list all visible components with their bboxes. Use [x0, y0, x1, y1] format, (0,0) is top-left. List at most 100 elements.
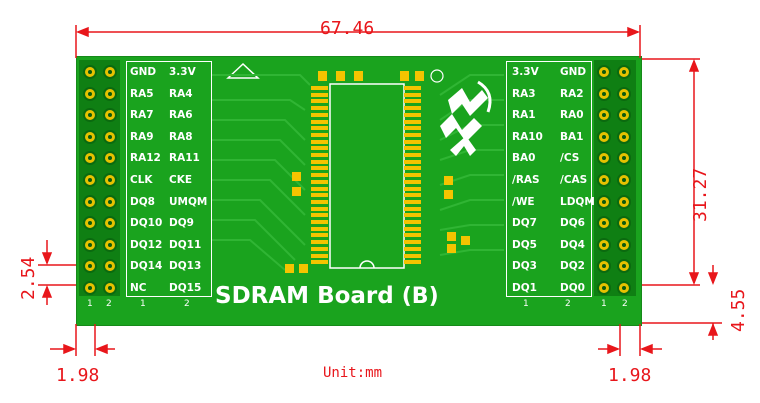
header-pin — [617, 108, 631, 123]
smd-component — [292, 187, 301, 196]
smd-component — [447, 244, 456, 253]
header-pin — [103, 194, 117, 209]
header-pin — [617, 86, 631, 101]
smd-component — [299, 264, 308, 273]
pin-label: 3.3V — [169, 66, 196, 78]
header-pin — [103, 259, 117, 274]
pin-label: BA0 — [512, 152, 536, 165]
header-pin — [597, 216, 611, 231]
right-colnum-1a: 1 — [523, 299, 529, 309]
pin-label: DQ0 — [560, 282, 585, 294]
header-pin — [617, 151, 631, 166]
header-pin — [83, 65, 97, 79]
smd-component — [354, 71, 363, 81]
unit-label: Unit:mm — [323, 365, 383, 381]
chip-pin-pad — [311, 253, 328, 258]
chip-pin-pad — [404, 112, 421, 117]
header-pin — [103, 86, 117, 101]
chip-pin-pad — [404, 99, 421, 104]
chip-pin-pad — [404, 260, 421, 265]
chip-pin-pad — [311, 233, 328, 238]
chip-pin-pad — [311, 112, 328, 117]
left-colnum-1a: 1 — [87, 299, 93, 309]
chip-pin-pad — [311, 226, 328, 231]
header-pin — [617, 237, 631, 252]
chip-pin-pad — [404, 179, 421, 184]
chip-pin-pad — [404, 132, 421, 137]
right-colnum-2b: 2 — [622, 299, 628, 309]
chip-pin-pad — [404, 226, 421, 231]
chip-pin-pad — [404, 139, 421, 144]
chip-pin-pad — [311, 146, 328, 151]
smd-component — [444, 176, 453, 185]
header-pin — [597, 173, 611, 187]
pin-label: DQ3 — [512, 260, 537, 273]
pin-label: CLK — [130, 174, 153, 186]
pin-label: RA12 — [130, 152, 161, 165]
pin-label: RA11 — [169, 152, 200, 165]
header-pin — [597, 281, 611, 295]
waveshare-logo — [440, 80, 492, 156]
left-label-panel — [126, 61, 212, 297]
chip-pin-pad — [404, 253, 421, 258]
dim-bottom-edge-label: 4.55 — [728, 288, 749, 332]
header-pin — [617, 194, 631, 209]
chip-pin-pad — [311, 132, 328, 137]
chip-pin-pad — [404, 233, 421, 238]
chip-pin-pad — [404, 173, 421, 178]
right-colnum-2a: 2 — [565, 299, 571, 309]
pin-label: UMQM — [169, 195, 208, 208]
chip-pin-pad — [311, 206, 328, 211]
smd-component — [461, 236, 470, 245]
chip-pin-pad — [404, 166, 421, 171]
dim-right-edge-label: 1.98 — [608, 365, 652, 386]
header-pin — [597, 259, 611, 274]
chip-pin-pad — [311, 240, 328, 245]
chip-pin-pad — [311, 193, 328, 198]
pin-label: BA1 — [560, 130, 584, 143]
chip-pin-pad — [311, 153, 328, 157]
chip-pin-pad — [404, 199, 421, 204]
header-pin — [103, 281, 117, 295]
pin-label: DQ2 — [560, 260, 585, 273]
pin-label: DQ12 — [130, 238, 163, 251]
chip-pin-pad — [311, 213, 328, 218]
smd-component — [318, 71, 327, 81]
chip-pin-pad — [311, 186, 328, 191]
pin-label: RA2 — [560, 87, 584, 100]
header-pin — [597, 194, 611, 209]
header-pin — [103, 237, 117, 252]
pin-label: DQ7 — [512, 217, 537, 230]
chip-pin-pad — [404, 146, 421, 151]
header-pin — [103, 65, 117, 79]
left-traces — [212, 74, 311, 271]
pin1-triangle-marker — [226, 62, 260, 79]
smd-component — [336, 71, 345, 81]
chip-notch — [359, 260, 375, 269]
pin-label: DQ5 — [512, 238, 537, 251]
header-pin — [83, 173, 97, 187]
pin-label: DQ10 — [130, 217, 163, 230]
pin-label: LDQM — [560, 195, 595, 208]
chip-pin-pad — [311, 159, 328, 164]
header-pin — [103, 216, 117, 231]
chip-pin-pad — [311, 106, 328, 111]
chip-pin-pad — [311, 86, 328, 90]
header-pin — [83, 216, 97, 231]
pin-label: 3.3V — [512, 66, 539, 78]
smd-component — [444, 190, 453, 199]
chip-pin-pad — [311, 126, 328, 131]
chip-pin-pad — [404, 240, 421, 245]
pin-label: /WE — [512, 195, 535, 208]
header-pin — [83, 86, 97, 101]
board-title: SDRAM Board (B) — [215, 283, 439, 309]
header-pin — [83, 237, 97, 252]
header-pin — [597, 86, 611, 101]
header-pin — [83, 281, 97, 295]
chip-pin-pad — [311, 166, 328, 171]
pin-label: RA9 — [130, 130, 154, 143]
header-pin — [83, 259, 97, 274]
chip-pin-pad — [311, 92, 328, 97]
chip-pin-pad — [311, 173, 328, 178]
